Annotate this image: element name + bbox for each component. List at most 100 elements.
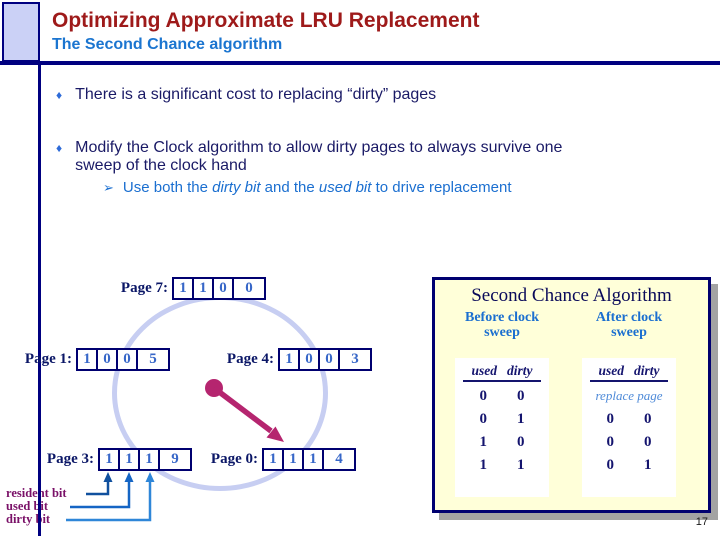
resident-bit-cell: 1 xyxy=(76,348,98,371)
after-sweep-header: After clock sweep xyxy=(569,310,689,340)
resident-bit-cell: 1 xyxy=(172,277,194,300)
before-sweep-header: Before clock sweep xyxy=(442,310,562,340)
table-row: 1 1 xyxy=(455,454,549,477)
replace-page-note: replace page xyxy=(595,388,663,403)
left-margin-rule xyxy=(38,65,41,536)
header-underline xyxy=(463,380,541,382)
bullet-diamond-icon: ♦ xyxy=(56,141,63,155)
resident-bit-label: resident bit xyxy=(6,486,67,500)
table-row: 0 0 xyxy=(582,408,676,431)
dirty-bit-cell: 1 xyxy=(302,448,324,471)
table-row: 0 0 xyxy=(582,431,676,454)
used-bit-label: used bit xyxy=(6,499,49,513)
page1-label: Page 1: xyxy=(24,351,72,367)
dirty-bit-label: dirty bit xyxy=(6,512,51,526)
bullet-1: ♦ There is a significant cost to replaci… xyxy=(56,86,696,104)
bullet-1-text: There is a significant cost to replacing… xyxy=(75,86,437,103)
counter-cell: 3 xyxy=(338,348,372,371)
used-value: 1 xyxy=(479,457,488,473)
dirty-value: 0 xyxy=(517,388,525,404)
dirty-bit-cell: 0 xyxy=(212,277,234,300)
bullet-2-text: Modify the Clock algorithm to allow dirt… xyxy=(75,139,562,175)
counter-cell: 5 xyxy=(136,348,170,371)
page0-label: Page 0: xyxy=(210,451,258,467)
used-value: 0 xyxy=(606,457,615,473)
header-underline xyxy=(590,380,668,382)
used-value: 0 xyxy=(479,411,488,427)
used-col-header: used xyxy=(598,363,624,378)
table-row: 0 1 xyxy=(582,454,676,477)
second-chance-panel: Second Chance Algorithm Before clock swe… xyxy=(432,277,711,513)
resident-bit-cell: 1 xyxy=(98,448,120,471)
used-value: 0 xyxy=(606,434,615,450)
page-subtitle: The Second Chance algorithm xyxy=(52,36,283,53)
table-row: 1 0 xyxy=(455,431,549,454)
before-table: used dirty 0 0 0 1 1 0 1 1 xyxy=(455,358,549,497)
slide-page-number: 17 xyxy=(695,516,708,528)
used-bit-cell: 1 xyxy=(118,448,140,471)
sub-bullet-text: Use both the dirty bit and the used bit … xyxy=(123,179,512,197)
used-value: 1 xyxy=(479,434,488,450)
panel-title: Second Chance Algorithm xyxy=(471,285,672,306)
dirty-value: 0 xyxy=(644,434,652,450)
after-header-line2: sweep xyxy=(611,325,647,340)
dirty-col-header: dirty xyxy=(634,363,660,378)
used-value: 0 xyxy=(479,388,488,404)
dirty-bit-cell: 1 xyxy=(138,448,160,471)
used-bit-cell: 1 xyxy=(192,277,214,300)
bullet-2: ♦ Modify the Clock algorithm to allow di… xyxy=(56,139,706,175)
dirty-value: 0 xyxy=(644,411,652,427)
corner-decoration xyxy=(2,2,40,62)
before-header-line1: Before clock xyxy=(465,310,539,325)
used-col-header: used xyxy=(471,363,497,378)
used-value: 0 xyxy=(606,411,615,427)
dirty-value: 1 xyxy=(644,457,652,473)
bullet-2-line2: sweep of the clock hand xyxy=(75,157,247,174)
bit-pointer-arrows xyxy=(66,472,155,522)
dirty-value: 0 xyxy=(517,434,525,450)
header-divider xyxy=(0,61,720,65)
page7-label: Page 7: xyxy=(120,280,168,296)
table-row: 0 0 xyxy=(455,385,549,408)
dirty-bit-cell: 0 xyxy=(116,348,138,371)
sub-post: to drive replacement xyxy=(371,179,512,196)
after-header-line1: After clock xyxy=(595,310,663,325)
used-bit-cell: 0 xyxy=(298,348,320,371)
dirty-col-header: dirty xyxy=(507,363,533,378)
sub-pre: Use both the xyxy=(122,179,213,196)
dirty-value: 1 xyxy=(517,411,525,427)
before-col-headers: used dirty xyxy=(455,358,549,379)
counter-cell: 4 xyxy=(322,448,356,471)
counter-cell: 0 xyxy=(232,277,266,300)
page3-label: Page 3: xyxy=(46,451,94,467)
after-col-headers: used dirty xyxy=(582,358,676,379)
used-bit-cell: 0 xyxy=(96,348,118,371)
bullet-2-line1: Modify the Clock algorithm to allow dirt… xyxy=(75,139,563,156)
used-bit-term: used bit xyxy=(318,179,372,196)
dirty-bit-term: dirty bit xyxy=(212,179,261,196)
after-table: used dirty replace page 0 0 0 0 0 1 xyxy=(582,358,676,497)
page-title: Optimizing Approximate LRU Replacement xyxy=(52,9,480,32)
resident-bit-cell: 1 xyxy=(278,348,300,371)
page4-label: Page 4: xyxy=(226,351,274,367)
clock-hand xyxy=(205,379,284,442)
sub-mid: and the xyxy=(260,179,319,196)
bullet-diamond-icon: ♦ xyxy=(56,88,63,102)
dirty-bit-cell: 0 xyxy=(318,348,340,371)
sub-bullet-arrow-icon: ➢ xyxy=(103,180,114,195)
counter-cell: 9 xyxy=(158,448,192,471)
dirty-value: 1 xyxy=(517,457,525,473)
before-header-line2: sweep xyxy=(484,325,520,340)
table-row: 0 1 xyxy=(455,408,549,431)
